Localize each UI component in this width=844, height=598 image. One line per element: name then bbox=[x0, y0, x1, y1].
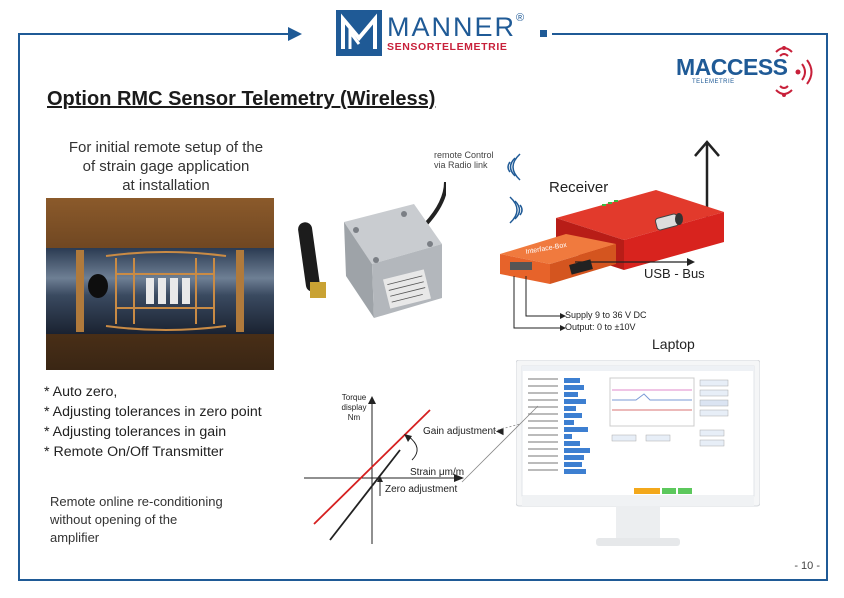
receiver-device-image: Interface-Box bbox=[500, 190, 724, 284]
graph-ylabel-line: Nm bbox=[347, 413, 361, 422]
manner-logo-icon bbox=[336, 10, 382, 56]
laptop-monitor-image bbox=[516, 360, 760, 546]
graph-ylabel: Torque display Nm bbox=[334, 393, 374, 423]
gain-adjustment-label: Gain adjustment◀ bbox=[423, 426, 504, 437]
frame-top-right bbox=[552, 33, 828, 35]
supply-output-lines bbox=[513, 276, 566, 331]
graph-ylabel-line: display bbox=[341, 403, 367, 412]
page-title: Option RMC Sensor Telemetry (Wireless) bbox=[47, 88, 436, 110]
supply-label: Supply 9 to 36 V DC bbox=[565, 310, 647, 320]
remote-control-line: remote Control bbox=[434, 150, 494, 160]
strain-label: Strain μm/m bbox=[410, 467, 465, 478]
recond-line: without opening of the bbox=[50, 512, 178, 527]
output-label: Output: 0 to ±10V bbox=[565, 322, 636, 332]
transmitter-box-image bbox=[298, 182, 446, 318]
feature-item: * Adjusting tolerances in gain bbox=[44, 424, 227, 440]
maccess-logo: MACCESS bbox=[676, 54, 788, 80]
frame-bottom bbox=[18, 579, 828, 581]
feature-item: * Remote On/Off Transmitter bbox=[44, 444, 224, 460]
recond-line: amplifier bbox=[50, 530, 100, 545]
graph-ylabel-line: Torque bbox=[341, 393, 367, 402]
feature-item: * Adjusting tolerances in zero point bbox=[44, 404, 262, 420]
radio-wave-icon bbox=[507, 153, 521, 181]
intro-line: at installation bbox=[122, 177, 210, 194]
frame-right bbox=[826, 33, 828, 581]
intro-text: For initial remote setup of the of strai… bbox=[44, 138, 288, 195]
arrow-left-icon: ◀ bbox=[495, 426, 504, 437]
gain-dashed-line bbox=[494, 423, 521, 432]
intro-line: For initial remote setup of the bbox=[68, 139, 264, 156]
brand-name: MANNER® bbox=[387, 12, 527, 42]
reconditioning-text: Remote online re-conditioning without op… bbox=[50, 493, 290, 547]
receiver-label: Receiver bbox=[549, 179, 609, 196]
radio-wave-icon bbox=[509, 196, 523, 224]
graph-to-laptop-line bbox=[461, 405, 539, 483]
brand-sub: SENSORTELEMETRIE bbox=[387, 41, 508, 53]
laptop-label: Laptop bbox=[652, 336, 695, 352]
frame-top-square bbox=[540, 30, 547, 37]
intro-line: of strain gage application bbox=[82, 158, 250, 175]
feature-item: * Auto zero, bbox=[44, 384, 118, 400]
remote-control-label: remote Control via Radio link bbox=[434, 150, 494, 170]
remote-control-line: via Radio link bbox=[434, 160, 488, 170]
frame-left bbox=[18, 33, 20, 581]
strain-gage-shaft-photo bbox=[46, 198, 274, 370]
adjustment-graph bbox=[304, 396, 464, 544]
gain-adjustment-text: Gain adjustment bbox=[423, 426, 496, 437]
zero-adjustment-label: Zero adjustment bbox=[385, 484, 458, 495]
page-number: - 10 - bbox=[794, 560, 820, 572]
frame-top-left bbox=[18, 33, 298, 35]
usb-label: USB - Bus bbox=[644, 266, 705, 281]
maccess-sub: TELEMETRIE bbox=[692, 79, 735, 85]
features-list: * Auto zero, * Adjusting tolerances in z… bbox=[44, 382, 262, 462]
usb-arrow-icon bbox=[575, 258, 695, 266]
recond-line: Remote online re-conditioning bbox=[50, 494, 223, 509]
wireless-signal-icon bbox=[775, 46, 813, 97]
arrow-right-icon bbox=[288, 27, 302, 41]
